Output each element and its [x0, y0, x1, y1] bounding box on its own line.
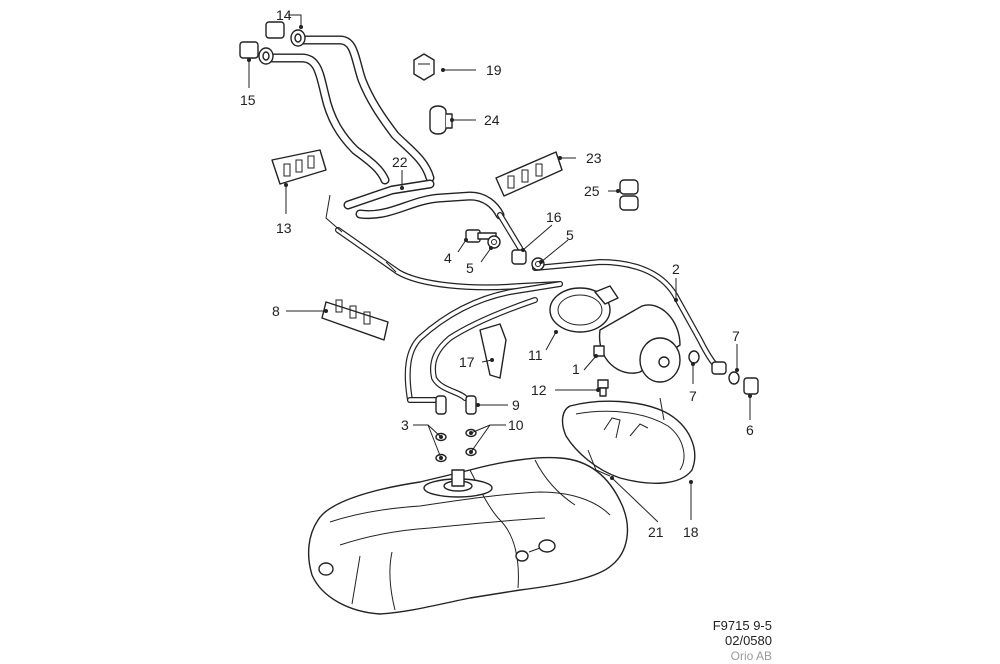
- figure-reference: F9715 9-5 02/0580 Orio AB: [713, 618, 772, 663]
- seal-washer-7a: [688, 350, 700, 364]
- heat-shield: [561, 397, 696, 484]
- callout-12: 12: [531, 382, 547, 398]
- seal-washer-5a: [487, 235, 501, 249]
- callout-15: 15: [240, 92, 256, 108]
- clip-25: [619, 179, 639, 211]
- hollow-bolt-16: [511, 249, 527, 265]
- callout-labels: 14 15 19 24 23 25 22 13 16 5 4 5 2 8 7 1…: [240, 7, 754, 540]
- pipe-holder-23: [495, 151, 563, 197]
- bracket-17: [479, 323, 507, 379]
- clip-24: [429, 105, 453, 135]
- pipe-holder-8: [321, 299, 389, 341]
- hollow-bolt-6: [743, 377, 759, 395]
- callout-17: 17: [459, 354, 475, 370]
- callout-6: 6: [746, 422, 754, 438]
- callout-16: 16: [546, 209, 562, 225]
- callout-5b: 5: [466, 260, 474, 276]
- callout-21: 21: [648, 524, 664, 540]
- callout-8: 8: [272, 303, 280, 319]
- screw-12: [597, 379, 609, 397]
- seal-washer-7b: [728, 371, 740, 385]
- callout-4: 4: [444, 250, 452, 266]
- leader-lines: [247, 14, 752, 523]
- callout-18: 18: [683, 524, 699, 540]
- callout-24: 24: [484, 112, 500, 128]
- bolt-4: [465, 229, 497, 243]
- hose-connector-15: [239, 41, 274, 65]
- publisher-mark: Orio AB: [731, 649, 772, 663]
- hose-connector-14: [265, 21, 306, 47]
- callout-22: 22: [392, 154, 408, 170]
- callout-7a: 7: [732, 328, 740, 344]
- figure-code: F9715 9-5: [713, 618, 772, 633]
- callout-11: 11: [528, 347, 543, 363]
- callout-2: 2: [672, 261, 680, 277]
- fuel-hose-lower: [325, 179, 563, 291]
- date-code: 02/0580: [725, 633, 772, 648]
- callout-13: 13: [276, 220, 292, 236]
- callout-14: 14: [276, 7, 292, 23]
- callout-10: 10: [508, 417, 524, 433]
- fuel-filter: [593, 304, 681, 383]
- callout-1: 1: [572, 361, 580, 377]
- fuel-hose-upper: [261, 35, 435, 185]
- callout-19: 19: [486, 62, 502, 78]
- filter-clamp-bracket: [549, 285, 619, 333]
- fuel-tank: [307, 456, 629, 615]
- callout-23: 23: [586, 150, 602, 166]
- callout-7b: 7: [689, 388, 697, 404]
- callout-9: 9: [512, 397, 520, 413]
- seal-washer-5b: [531, 257, 545, 271]
- callout-3: 3: [401, 417, 409, 433]
- clip-19: [413, 53, 435, 81]
- pipe-holder-13: [271, 149, 327, 185]
- fuel-pipe-assembly: [404, 259, 727, 415]
- callout-25: 25: [584, 183, 600, 199]
- callout-5a: 5: [566, 227, 574, 243]
